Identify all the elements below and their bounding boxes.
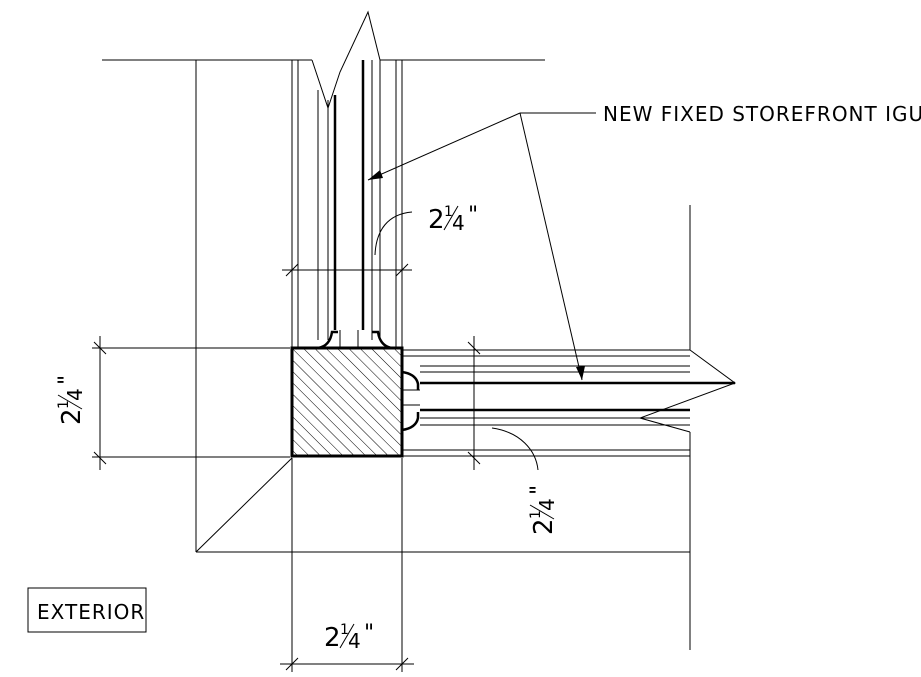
glazing-stops: [317, 330, 420, 432]
dimension-right: [467, 336, 539, 471]
svg-text:": ": [468, 203, 478, 228]
svg-text:": ": [527, 485, 552, 495]
horizontal-mullion: [402, 349, 737, 457]
corner-post: [290, 346, 404, 458]
svg-text:1: 1: [444, 204, 453, 220]
svg-text:1: 1: [56, 400, 72, 409]
svg-text:": ": [55, 375, 80, 385]
dimension-top-label: 2 1 4 ": [428, 203, 478, 235]
svg-text:4: 4: [535, 498, 559, 511]
dimension-left-label: 2 1 4 ": [55, 375, 87, 425]
dimension-left: [92, 336, 290, 470]
svg-text:4: 4: [63, 388, 87, 401]
svg-text:1: 1: [340, 622, 349, 638]
svg-text:4: 4: [452, 211, 465, 235]
corner-diagonal: [195, 457, 293, 553]
svg-text:2: 2: [324, 623, 341, 653]
svg-text:1: 1: [528, 510, 544, 519]
exterior-label: EXTERIOR: [37, 600, 145, 624]
svg-text:": ": [364, 621, 374, 646]
vertical-mullion: [291, 10, 403, 348]
dimension-right-label: 2 1 4 ": [527, 485, 559, 535]
svg-text:2: 2: [529, 518, 559, 535]
exterior-label-box: [27, 587, 147, 633]
dimension-bottom: [280, 458, 414, 672]
svg-text:2: 2: [57, 408, 87, 425]
callout-label: NEW FIXED STOREFRONT IGU: [603, 102, 921, 126]
dimension-bottom-label: 2 1 4 ": [324, 621, 374, 653]
svg-text:2: 2: [428, 205, 445, 235]
dimension-top: [282, 211, 413, 277]
svg-text:4: 4: [348, 629, 361, 653]
callout-leader: [367, 112, 596, 381]
